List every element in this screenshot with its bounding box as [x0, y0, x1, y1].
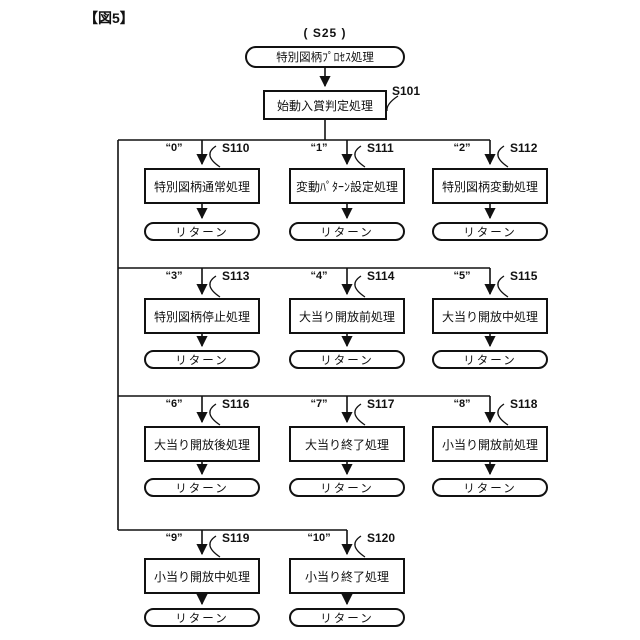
- return-node: リターン: [432, 350, 548, 369]
- step-leader-lines: [209, 95, 509, 558]
- judge-node: 始動入賞判定処理: [263, 90, 387, 120]
- step-label: S110: [222, 141, 250, 155]
- return-node: リターン: [144, 478, 260, 497]
- start-step-label: ( S25 ): [303, 26, 347, 40]
- return-node: リターン: [144, 222, 260, 241]
- start-node: 特別図柄ﾌﾟﾛｾｽ処理: [245, 46, 405, 68]
- return-node: リターン: [289, 222, 405, 241]
- branch-value-label: “0”: [165, 142, 183, 154]
- process-box: 小当り開放中処理: [144, 558, 260, 594]
- process-box: 大当り開放前処理: [289, 298, 405, 334]
- return-node: リターン: [144, 608, 260, 627]
- branch-value-label: “6”: [165, 398, 183, 410]
- flow-connectors: [117, 68, 496, 606]
- process-box: 大当り開放後処理: [144, 426, 260, 462]
- process-box: 特別図柄通常処理: [144, 168, 260, 204]
- process-box: 大当り開放中処理: [432, 298, 548, 334]
- branch-value-label: “5”: [453, 270, 471, 282]
- figure-label: 【図5】: [84, 10, 134, 26]
- step-label: S115: [510, 269, 538, 283]
- return-node: リターン: [289, 608, 405, 627]
- return-node: リターン: [432, 222, 548, 241]
- branch-value-label: “3”: [165, 270, 183, 282]
- process-box: 小当り開放前処理: [432, 426, 548, 462]
- return-node: リターン: [289, 350, 405, 369]
- step-label: S120: [367, 531, 396, 545]
- process-box: 小当り終了処理: [289, 558, 405, 594]
- branch-value-label: “9”: [165, 532, 183, 544]
- process-box: 特別図柄変動処理: [432, 168, 548, 204]
- step-label: S112: [510, 141, 538, 155]
- step-label: S119: [222, 531, 250, 545]
- judge-step-label: S101: [392, 84, 421, 98]
- branch-value-label: “7”: [310, 398, 328, 410]
- step-label: S113: [222, 269, 250, 283]
- step-label: S118: [510, 397, 538, 411]
- return-node: リターン: [289, 478, 405, 497]
- process-box: 変動ﾊﾟﾀｰﾝ設定処理: [289, 168, 405, 204]
- step-label: S114: [367, 269, 395, 283]
- process-box: 特別図柄停止処理: [144, 298, 260, 334]
- branch-value-label: “8”: [453, 398, 471, 410]
- step-label: S111: [367, 141, 394, 155]
- return-node: リターン: [432, 478, 548, 497]
- branch-value-label: “10”: [307, 532, 331, 544]
- process-box: 大当り終了処理: [289, 426, 405, 462]
- branch-value-label: “2”: [453, 142, 471, 154]
- step-label: S116: [222, 397, 250, 411]
- branch-value-label: “1”: [310, 142, 328, 154]
- step-label: S117: [367, 397, 395, 411]
- branch-value-label: “4”: [310, 270, 328, 282]
- return-node: リターン: [144, 350, 260, 369]
